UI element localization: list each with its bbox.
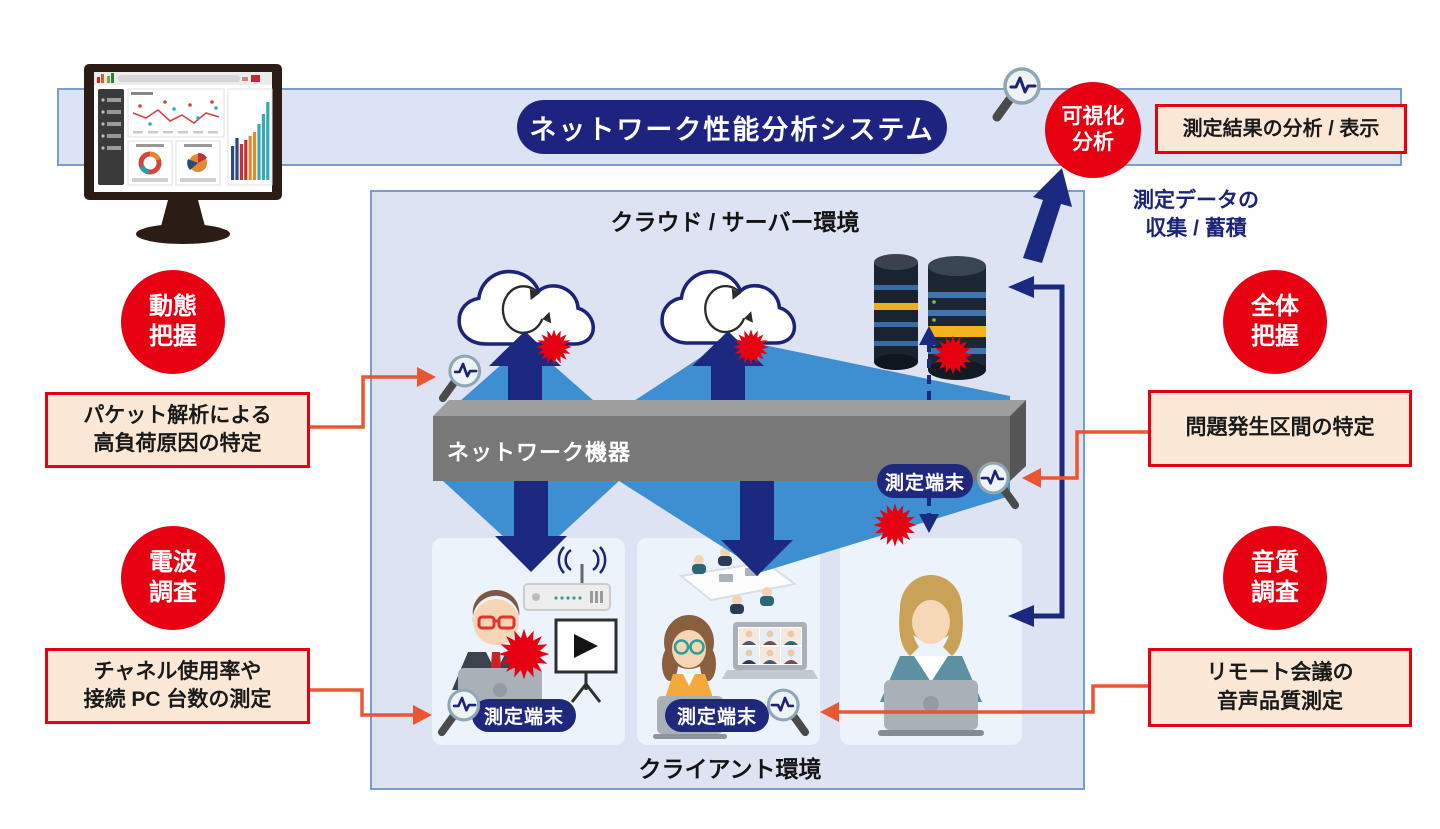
overall-grasp-badge: 全体 把握 xyxy=(1223,270,1327,374)
client-env-title: クライアント環境 xyxy=(638,756,822,782)
badge-line2: 調査 xyxy=(149,579,197,606)
box-line1: 問題発生区間の特定 xyxy=(1185,416,1375,440)
badge-line2: 把握 xyxy=(149,323,197,350)
badge-line1: 全体 xyxy=(1251,293,1299,320)
projector-screen-icon xyxy=(554,618,618,703)
box-line2: 高負荷原因の特定 xyxy=(93,432,262,455)
video-conference-laptop-icon xyxy=(722,622,818,679)
badge-line1: 電波 xyxy=(149,549,197,576)
magnifier-waveform-icon xyxy=(967,457,1023,513)
collect-store-label: 測定データの 収集 / 蓄積 xyxy=(1090,187,1302,244)
box-line2: 接続 PC 台数の測定 xyxy=(83,688,272,711)
trouble-starburst-icon xyxy=(498,628,550,680)
viz-line1: 可視化 xyxy=(1061,104,1125,128)
magnifier-waveform-icon xyxy=(757,684,813,740)
radio-survey-badge: 電波 調査 xyxy=(121,526,225,630)
measure-terminal-pill: 測定端末 xyxy=(877,464,973,498)
box-line1: パケット解析による xyxy=(83,403,272,427)
packet-analysis-box: パケット解析による 高負荷原因の特定 xyxy=(45,392,310,468)
visualization-analysis-badge: 可視化 分析 xyxy=(1045,82,1141,178)
system-title: ネットワーク性能分析システム xyxy=(517,100,947,154)
channel-usage-box: チャネル使用率や 接続 PC 台数の測定 xyxy=(45,648,310,724)
measure-terminal-pill: 測定端末 xyxy=(665,699,769,732)
badge-line2: 調査 xyxy=(1251,579,1299,606)
magnifier-waveform-icon xyxy=(988,62,1052,126)
cloud-server-env-title: クラウド / サーバー環境 xyxy=(610,209,860,235)
collect-line2: 収集 / 蓄積 xyxy=(1145,217,1247,241)
box-line1: チャネル使用率や xyxy=(93,659,262,683)
dashboard-monitor-icon xyxy=(84,64,282,244)
badge-line2: 把握 xyxy=(1251,323,1299,350)
meeting-table-icon xyxy=(678,541,798,614)
network-device-label: ネットワーク機器 xyxy=(447,440,632,465)
result-analysis-text: 測定結果の分析 / 表示 xyxy=(1182,117,1380,140)
viz-line2: 分析 xyxy=(1072,131,1114,154)
box-line2: 音声品質測定 xyxy=(1217,689,1343,713)
problem-section-box: 問題発生区間の特定 xyxy=(1148,390,1412,467)
badge-line1: 音質 xyxy=(1251,549,1299,576)
voice-participant-icon xyxy=(878,575,984,736)
dynamic-grasp-badge: 動態 把握 xyxy=(121,270,225,374)
box-line1: リモート会議の xyxy=(1206,661,1354,685)
magnifier-waveform-icon xyxy=(434,684,490,740)
magnifier-waveform-icon xyxy=(435,350,491,406)
voice-user-illustration xyxy=(878,575,984,736)
remote-voice-box: リモート会議の 音声品質測定 xyxy=(1148,648,1412,727)
measure-terminal-pill: 測定端末 xyxy=(472,699,576,732)
sound-quality-badge: 音質 調査 xyxy=(1223,526,1327,630)
client-card-voice xyxy=(840,538,1022,745)
collect-line1: 測定データの xyxy=(1133,189,1259,212)
result-analysis-box: 測定結果の分析 / 表示 xyxy=(1155,104,1407,154)
wifi-router-icon xyxy=(523,546,611,611)
badge-line1: 動態 xyxy=(149,293,197,320)
